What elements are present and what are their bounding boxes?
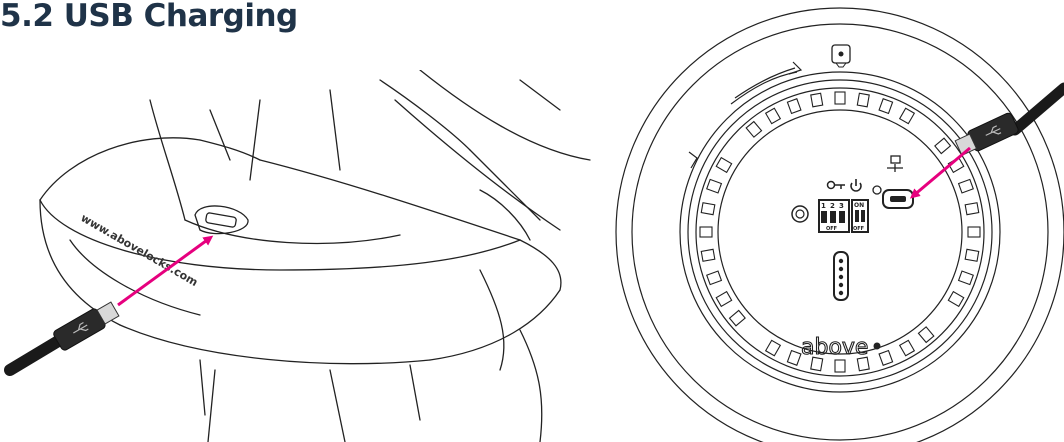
- dip-number-1: 1: [821, 202, 826, 210]
- gear-tooth: [810, 356, 824, 372]
- reset-button-icon: [791, 205, 809, 223]
- key-icon: [826, 180, 845, 190]
- gear-tooth: [967, 226, 981, 238]
- power-icon: [850, 179, 862, 192]
- dip-switch-bank: 1 2 3 OFF ON OFF: [818, 199, 869, 233]
- dip-number-2: 2: [830, 202, 835, 210]
- gear-tooth: [699, 226, 713, 238]
- lock-bottom-view-illustration: 1 2 3 OFF ON OFF above: [615, 7, 1064, 442]
- gear-tooth: [700, 202, 716, 216]
- gear-tooth: [898, 107, 916, 125]
- insert-arrow-right: [909, 146, 971, 199]
- page-title: 5.2 USB Charging: [0, 0, 298, 34]
- gear-tooth: [934, 137, 952, 155]
- gear-tooth: [706, 178, 723, 194]
- gear-tooth: [715, 290, 733, 308]
- gear-tooth: [834, 91, 846, 105]
- dip-off-label-b: OFF: [853, 226, 864, 232]
- gear-tooth: [745, 120, 763, 138]
- gear-tooth: [728, 309, 746, 327]
- gear-tooth: [706, 270, 723, 286]
- gear-tooth: [786, 349, 802, 366]
- lock-side-illustration: www.abovelocks.com: [4, 70, 591, 442]
- usb-cable-left: [4, 301, 120, 376]
- gear-tooth: [856, 92, 870, 108]
- gear-tooth: [834, 359, 846, 373]
- status-led: [872, 185, 882, 195]
- gear-tooth: [764, 107, 782, 125]
- gear-tooth: [810, 92, 824, 108]
- gear-tooth: [786, 98, 802, 115]
- dip-off-label-a: OFF: [826, 226, 837, 232]
- gear-tooth: [878, 349, 894, 366]
- gear-tooth: [964, 202, 980, 216]
- insert-arrow-left: [117, 235, 214, 307]
- usb-cable-right: [954, 82, 1064, 156]
- gear-tooth: [878, 98, 894, 115]
- base-engraving: www.abovelocks.com: [79, 211, 201, 289]
- gear-tooth: [964, 248, 980, 262]
- dip-number-3: 3: [839, 202, 844, 210]
- gear-tooth: [957, 178, 974, 194]
- gear-tooth: [764, 339, 782, 357]
- usb-icon: [73, 322, 89, 334]
- rotation-arrow-icon: [688, 61, 803, 169]
- lock-icon: [831, 44, 851, 68]
- gear-tooth: [898, 339, 916, 357]
- usb-icon: [887, 155, 903, 172]
- gear-tooth: [715, 156, 733, 174]
- led-indicator-strip: [833, 251, 849, 301]
- dip-on-label: ON: [854, 202, 864, 209]
- gear-tooth: [947, 290, 965, 308]
- brand-logo: above: [801, 335, 868, 360]
- gear-tooth: [957, 270, 974, 286]
- gear-teeth: [699, 91, 981, 373]
- gear-tooth: [700, 248, 716, 262]
- gear-tooth: [917, 326, 935, 344]
- gear-tooth: [856, 356, 870, 372]
